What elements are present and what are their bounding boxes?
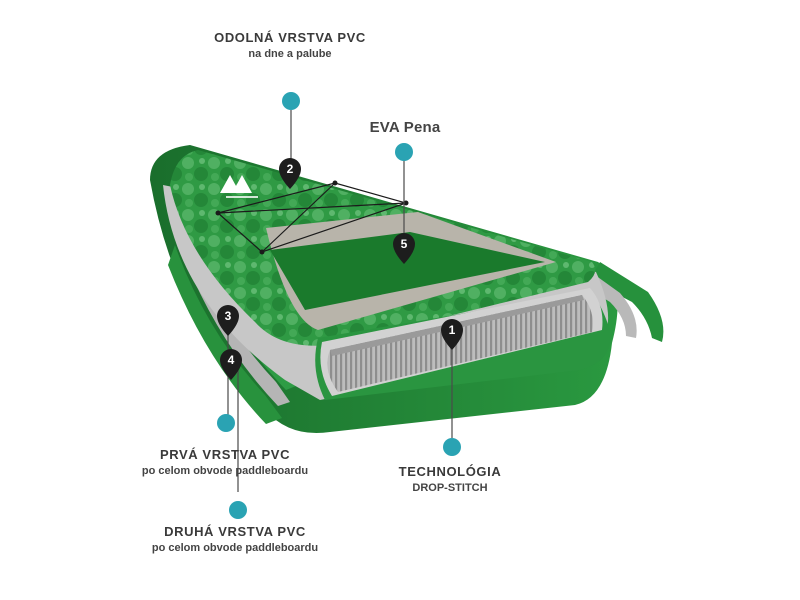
marker-1: 1 [441,319,463,350]
marker-2: 2 [279,158,301,189]
label-pvc-top-title: ODOLNÁ VRSTVA PVC [214,30,366,45]
pvc-strip-right-outer [590,262,664,342]
marker-3-label: 3 [225,309,232,323]
dot-eva [395,143,413,161]
marker-3: 3 [217,305,239,336]
marker-4: 4 [220,349,242,380]
label-dropstitch-title: TECHNOLÓGIA [398,464,502,479]
label-dropstitch: TECHNOLÓGIA DROP-STITCH [380,464,520,494]
label-eva-title: EVA Pena [369,119,441,136]
marker-2-label: 2 [287,162,294,176]
pvc-strip-left-outer [168,245,282,424]
marker-pin-icon [279,158,301,189]
marker-pin-icon [393,233,415,264]
marker-5: 5 [393,233,415,264]
label-pvc-second: DRUHÁ VRSTVA PVC po celom obvode paddleb… [120,524,350,554]
callout-dots [217,92,461,519]
dot-pvc-top [282,92,300,110]
marker-pin-icon [220,349,242,380]
aqua-marina-logo-icon [220,175,258,198]
deck-pad [270,232,545,310]
label-dropstitch-subtitle: DROP-STITCH [412,482,488,494]
label-pvc-second-title: DRUHÁ VRSTVA PVC [164,524,306,539]
marker-4-label: 4 [228,353,235,367]
label-pvc-first-title: PRVÁ VRSTVA PVC [159,447,291,462]
marker-pin-icon [441,319,463,350]
label-pvc-first-subtitle: po celom obvode paddleboardu [141,465,309,477]
label-pvc-top: ODOLNÁ VRSTVA PVC na dne a palube [190,30,390,60]
marker-pin-icon [217,305,239,336]
bungee-anchors [215,180,409,255]
label-pvc-top-subtitle: na dne a palube [248,48,332,60]
label-pvc-first: PRVÁ VRSTVA PVC po celom obvode paddlebo… [110,447,340,477]
marker-5-label: 5 [401,237,408,251]
dot-first [217,414,235,432]
marker-1-label: 1 [449,323,456,337]
dot-drop [443,438,461,456]
label-eva: EVA Pena [340,119,470,136]
label-pvc-second-subtitle: po celom obvode paddleboardu [151,542,319,554]
dot-second [229,501,247,519]
drop-stitch-core [327,295,593,392]
